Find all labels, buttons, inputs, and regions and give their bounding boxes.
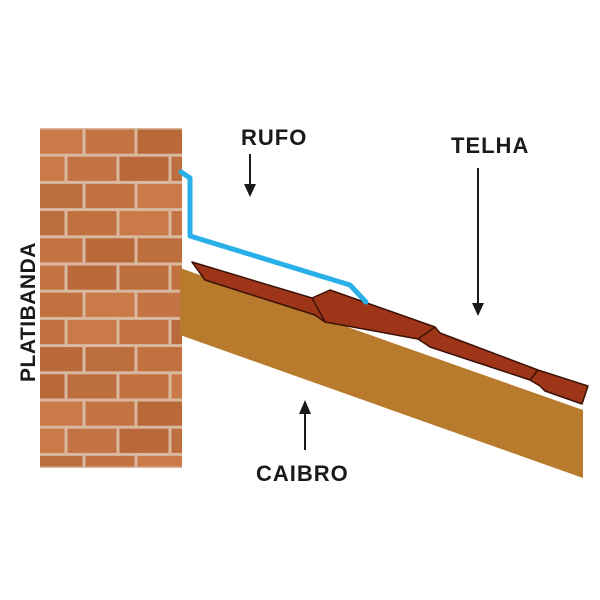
brick [40,428,65,453]
brick [137,455,182,467]
brick [67,156,117,181]
brick [119,211,169,236]
brick [171,156,182,181]
brick [171,265,182,290]
brick [137,292,182,317]
brick [40,265,65,290]
brick [171,319,182,345]
brick [67,374,117,399]
rufo-label: RUFO [241,125,307,150]
telha-label: TELHA [451,133,529,158]
brick [85,129,135,154]
brick [40,455,83,467]
brick [137,129,182,154]
brick [85,401,135,426]
brick [137,401,182,426]
caibro-label: CAIBRO [256,461,349,486]
brick [137,238,182,263]
brick [67,211,117,236]
brick [119,428,169,453]
brick [119,156,169,181]
brick [67,319,117,345]
brick [40,129,83,154]
brick [85,238,135,263]
brick [119,374,169,399]
brick [171,428,182,453]
brick [40,292,83,317]
telha-arrow [472,168,484,316]
caibro-arrow [299,400,311,450]
brick [85,347,135,372]
brick [119,319,169,345]
brick [67,265,117,290]
brick [85,183,135,209]
brick [85,455,135,467]
parapet-wall [40,128,182,468]
brick [40,183,83,209]
brick [40,401,83,426]
brick [40,319,65,345]
brick [85,292,135,317]
brick [119,265,169,290]
brick [171,374,182,399]
roof-tile-strip [191,261,589,405]
brick [40,374,65,399]
brick [40,238,83,263]
rufo-arrow [244,154,256,197]
parapet-bricks [40,129,182,467]
brick [137,347,182,372]
brick [171,211,182,236]
rafter-beam [180,268,583,478]
brick [137,183,182,209]
brick [40,211,65,236]
brick [67,428,117,453]
flashing-line [178,169,369,305]
brick [40,156,65,181]
brick [40,347,83,372]
roof-tile-ridge [311,297,539,381]
platibanda-label: PLATIBANDA [17,242,40,382]
